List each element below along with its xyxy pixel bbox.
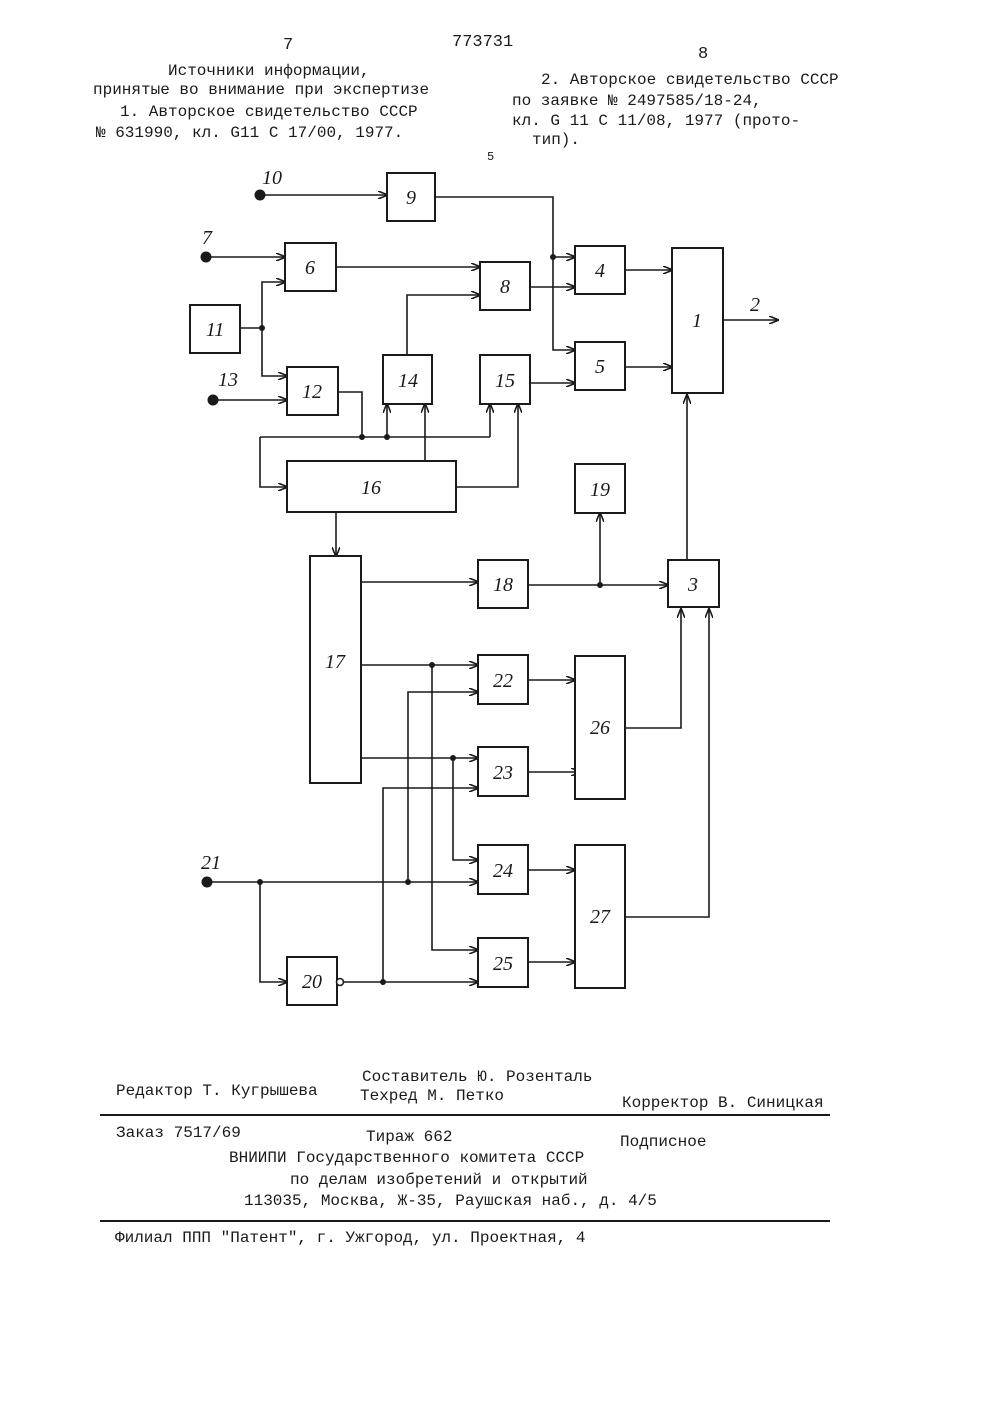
terminal-7: 7 (201, 227, 214, 263)
block-11: 11 (190, 305, 240, 353)
svg-text:10: 10 (262, 167, 282, 189)
block-12: 12 (287, 367, 338, 415)
block-4: 4 (575, 246, 625, 294)
block-25: 25 (478, 938, 528, 987)
block-18: 18 (478, 560, 528, 608)
block-22: 22 (478, 655, 528, 704)
block-16: 16 (287, 461, 456, 512)
block-diagram: 10 7 13 21 2 1 3 4 5 6 8 9 11 12 14 15 1… (0, 0, 1000, 1050)
svg-text:3: 3 (687, 574, 698, 596)
block-23: 23 (478, 747, 528, 796)
svg-text:9: 9 (406, 187, 416, 209)
block-1: 1 (672, 248, 723, 393)
svg-text:1: 1 (692, 310, 702, 332)
svg-text:5: 5 (595, 356, 605, 378)
organization-line-3: 113035, Москва, Ж-35, Раушская наб., д. … (244, 1192, 657, 1210)
svg-text:7: 7 (202, 227, 213, 249)
svg-text:11: 11 (206, 319, 225, 341)
svg-text:22: 22 (493, 670, 513, 692)
svg-text:8: 8 (500, 276, 510, 298)
block-20: 20 (287, 957, 344, 1005)
organization-line-1: ВНИИПИ Государственного комитета СССР (229, 1149, 584, 1167)
compiler-credit: Составитель Ю. Розенталь (362, 1068, 592, 1086)
block-17: 17 (310, 556, 361, 783)
svg-text:12: 12 (302, 381, 322, 403)
block-19: 19 (575, 464, 625, 513)
block-15: 15 (480, 355, 530, 404)
block-14: 14 (383, 355, 432, 404)
svg-text:13: 13 (218, 369, 238, 391)
svg-text:26: 26 (590, 717, 610, 739)
footer-rule-bottom (100, 1220, 830, 1222)
corrector-credit: Корректор В. Синицкая (622, 1094, 824, 1112)
svg-text:25: 25 (493, 953, 513, 975)
circulation: Тираж 662 (366, 1128, 452, 1146)
svg-text:6: 6 (305, 257, 315, 279)
svg-text:21: 21 (201, 852, 221, 874)
output-label-2: 2 (750, 294, 760, 316)
branch-address: Филиал ППП "Патент", г. Ужгород, ул. Про… (115, 1229, 585, 1247)
editor-credit: Редактор Т. Кугрышева (116, 1082, 318, 1100)
svg-text:18: 18 (493, 574, 513, 596)
footer-rule-top (100, 1114, 830, 1116)
block-27: 27 (575, 845, 625, 988)
block-9: 9 (387, 173, 435, 221)
techred-credit: Техред М. Петко (360, 1087, 504, 1105)
block-6: 6 (285, 243, 336, 291)
block-8: 8 (480, 262, 530, 310)
block-24: 24 (478, 845, 528, 894)
svg-text:24: 24 (493, 860, 513, 882)
svg-text:14: 14 (398, 370, 418, 392)
svg-text:20: 20 (302, 971, 322, 993)
svg-text:23: 23 (493, 762, 513, 784)
svg-text:16: 16 (361, 477, 381, 499)
svg-text:27: 27 (590, 906, 611, 928)
svg-text:4: 4 (595, 260, 605, 282)
order-number: Заказ 7517/69 (116, 1124, 241, 1142)
block-3: 3 (668, 560, 719, 607)
svg-text:19: 19 (590, 479, 610, 501)
subscription: Подписное (620, 1133, 706, 1151)
block-5: 5 (575, 342, 625, 390)
organization-line-2: по делам изобретений и открытий (290, 1171, 588, 1189)
block-26: 26 (575, 656, 625, 799)
svg-text:15: 15 (495, 370, 515, 392)
svg-text:17: 17 (325, 651, 346, 673)
